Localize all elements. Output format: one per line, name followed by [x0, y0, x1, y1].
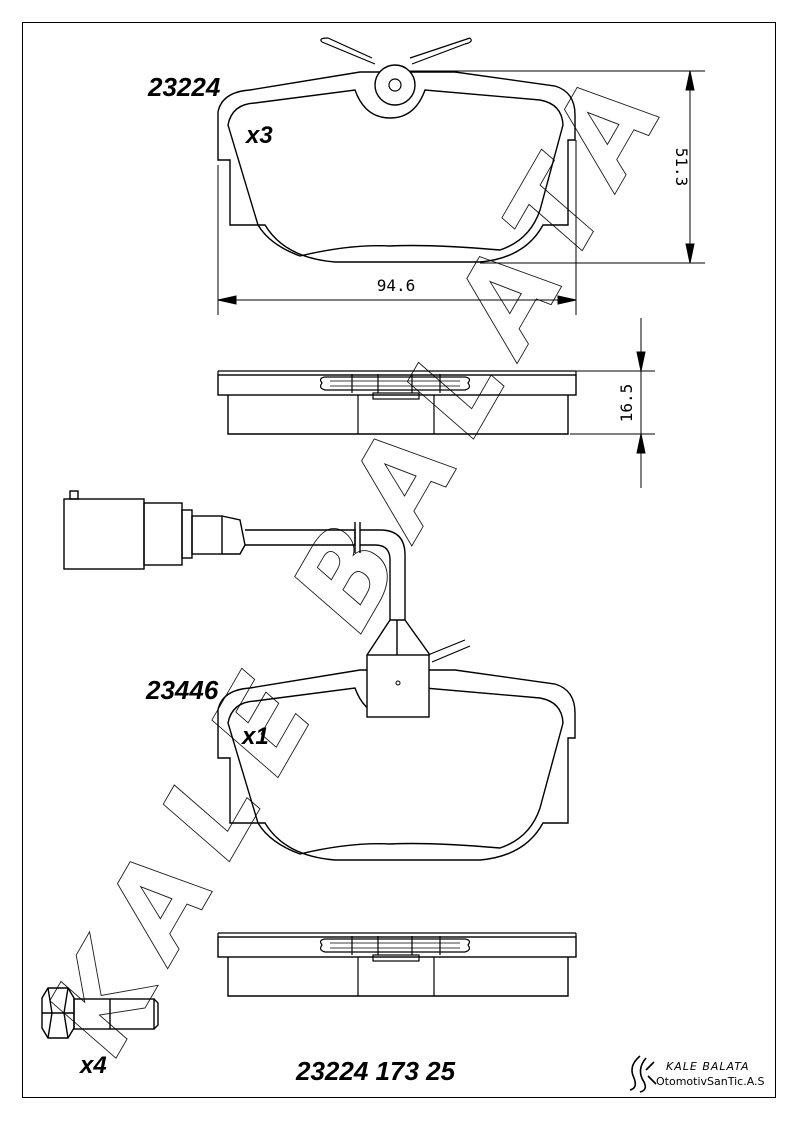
brand-company: OtomotivSanTic.A.S	[656, 1075, 765, 1088]
footer-part-number: 23224 173 25	[296, 1056, 456, 1086]
height-dimension-label: 51.3	[672, 148, 691, 187]
width-dimension-label: 94.6	[377, 276, 416, 295]
watermark-text: KALE BALATA	[20, 35, 700, 1075]
quantity-bottom: x1	[242, 723, 269, 750]
quantity-bolts: x4	[80, 1052, 107, 1079]
sensor-clip	[366, 639, 471, 718]
brand-logo	[629, 1055, 657, 1093]
part-code-top: 23224	[148, 72, 221, 102]
watermark: KALE BALATA	[19, 34, 700, 1075]
pad-23446-side	[217, 932, 577, 997]
bolt-icon	[41, 987, 159, 1039]
dimension-lines	[217, 70, 705, 488]
part-code-bottom: 23446	[146, 675, 219, 705]
brand-name: KALE BALATA	[666, 1060, 750, 1073]
thickness-dimension-label: 16.5	[617, 384, 636, 423]
wear-sensor	[63, 490, 431, 656]
quantity-top: x3	[246, 122, 273, 149]
pad-23224-face	[217, 37, 576, 263]
drawing-frame	[22, 22, 776, 1098]
